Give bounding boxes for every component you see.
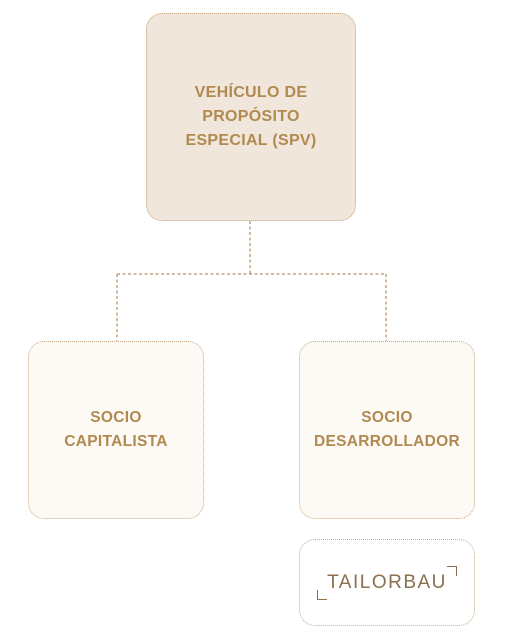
desarrollador-line-2: DESARROLLADOR bbox=[314, 433, 460, 450]
logo-text: TAILORBAU bbox=[327, 571, 447, 593]
logo-corner-top-right bbox=[446, 565, 457, 576]
capitalista-line-1: SOCIO bbox=[90, 409, 142, 426]
spv-line-1: VEHÍCULO DE bbox=[194, 84, 308, 101]
tailorbau-logo-box: TAILORBAU bbox=[299, 539, 475, 626]
socio-capitalista-label: SOCIO CAPITALISTA bbox=[64, 406, 167, 454]
logo-corner-bottom-left bbox=[317, 589, 328, 600]
capitalista-line-2: CAPITALISTA bbox=[64, 433, 168, 450]
socio-capitalista-box: SOCIO CAPITALISTA bbox=[28, 341, 204, 519]
spv-box: VEHÍCULO DE PROPÓSITO ESPECIAL (SPV) bbox=[146, 13, 356, 221]
spv-line-3: ESPECIAL (SPV) bbox=[185, 132, 317, 149]
tailorbau-logo: TAILORBAU bbox=[317, 565, 457, 600]
desarrollador-line-1: SOCIO bbox=[361, 409, 413, 426]
socio-desarrollador-box: SOCIO DESARROLLADOR bbox=[299, 341, 475, 519]
spv-label: VEHÍCULO DE PROPÓSITO ESPECIAL (SPV) bbox=[185, 81, 316, 153]
socio-desarrollador-label: SOCIO DESARROLLADOR bbox=[314, 406, 460, 454]
spv-line-2: PROPÓSITO bbox=[202, 108, 300, 125]
